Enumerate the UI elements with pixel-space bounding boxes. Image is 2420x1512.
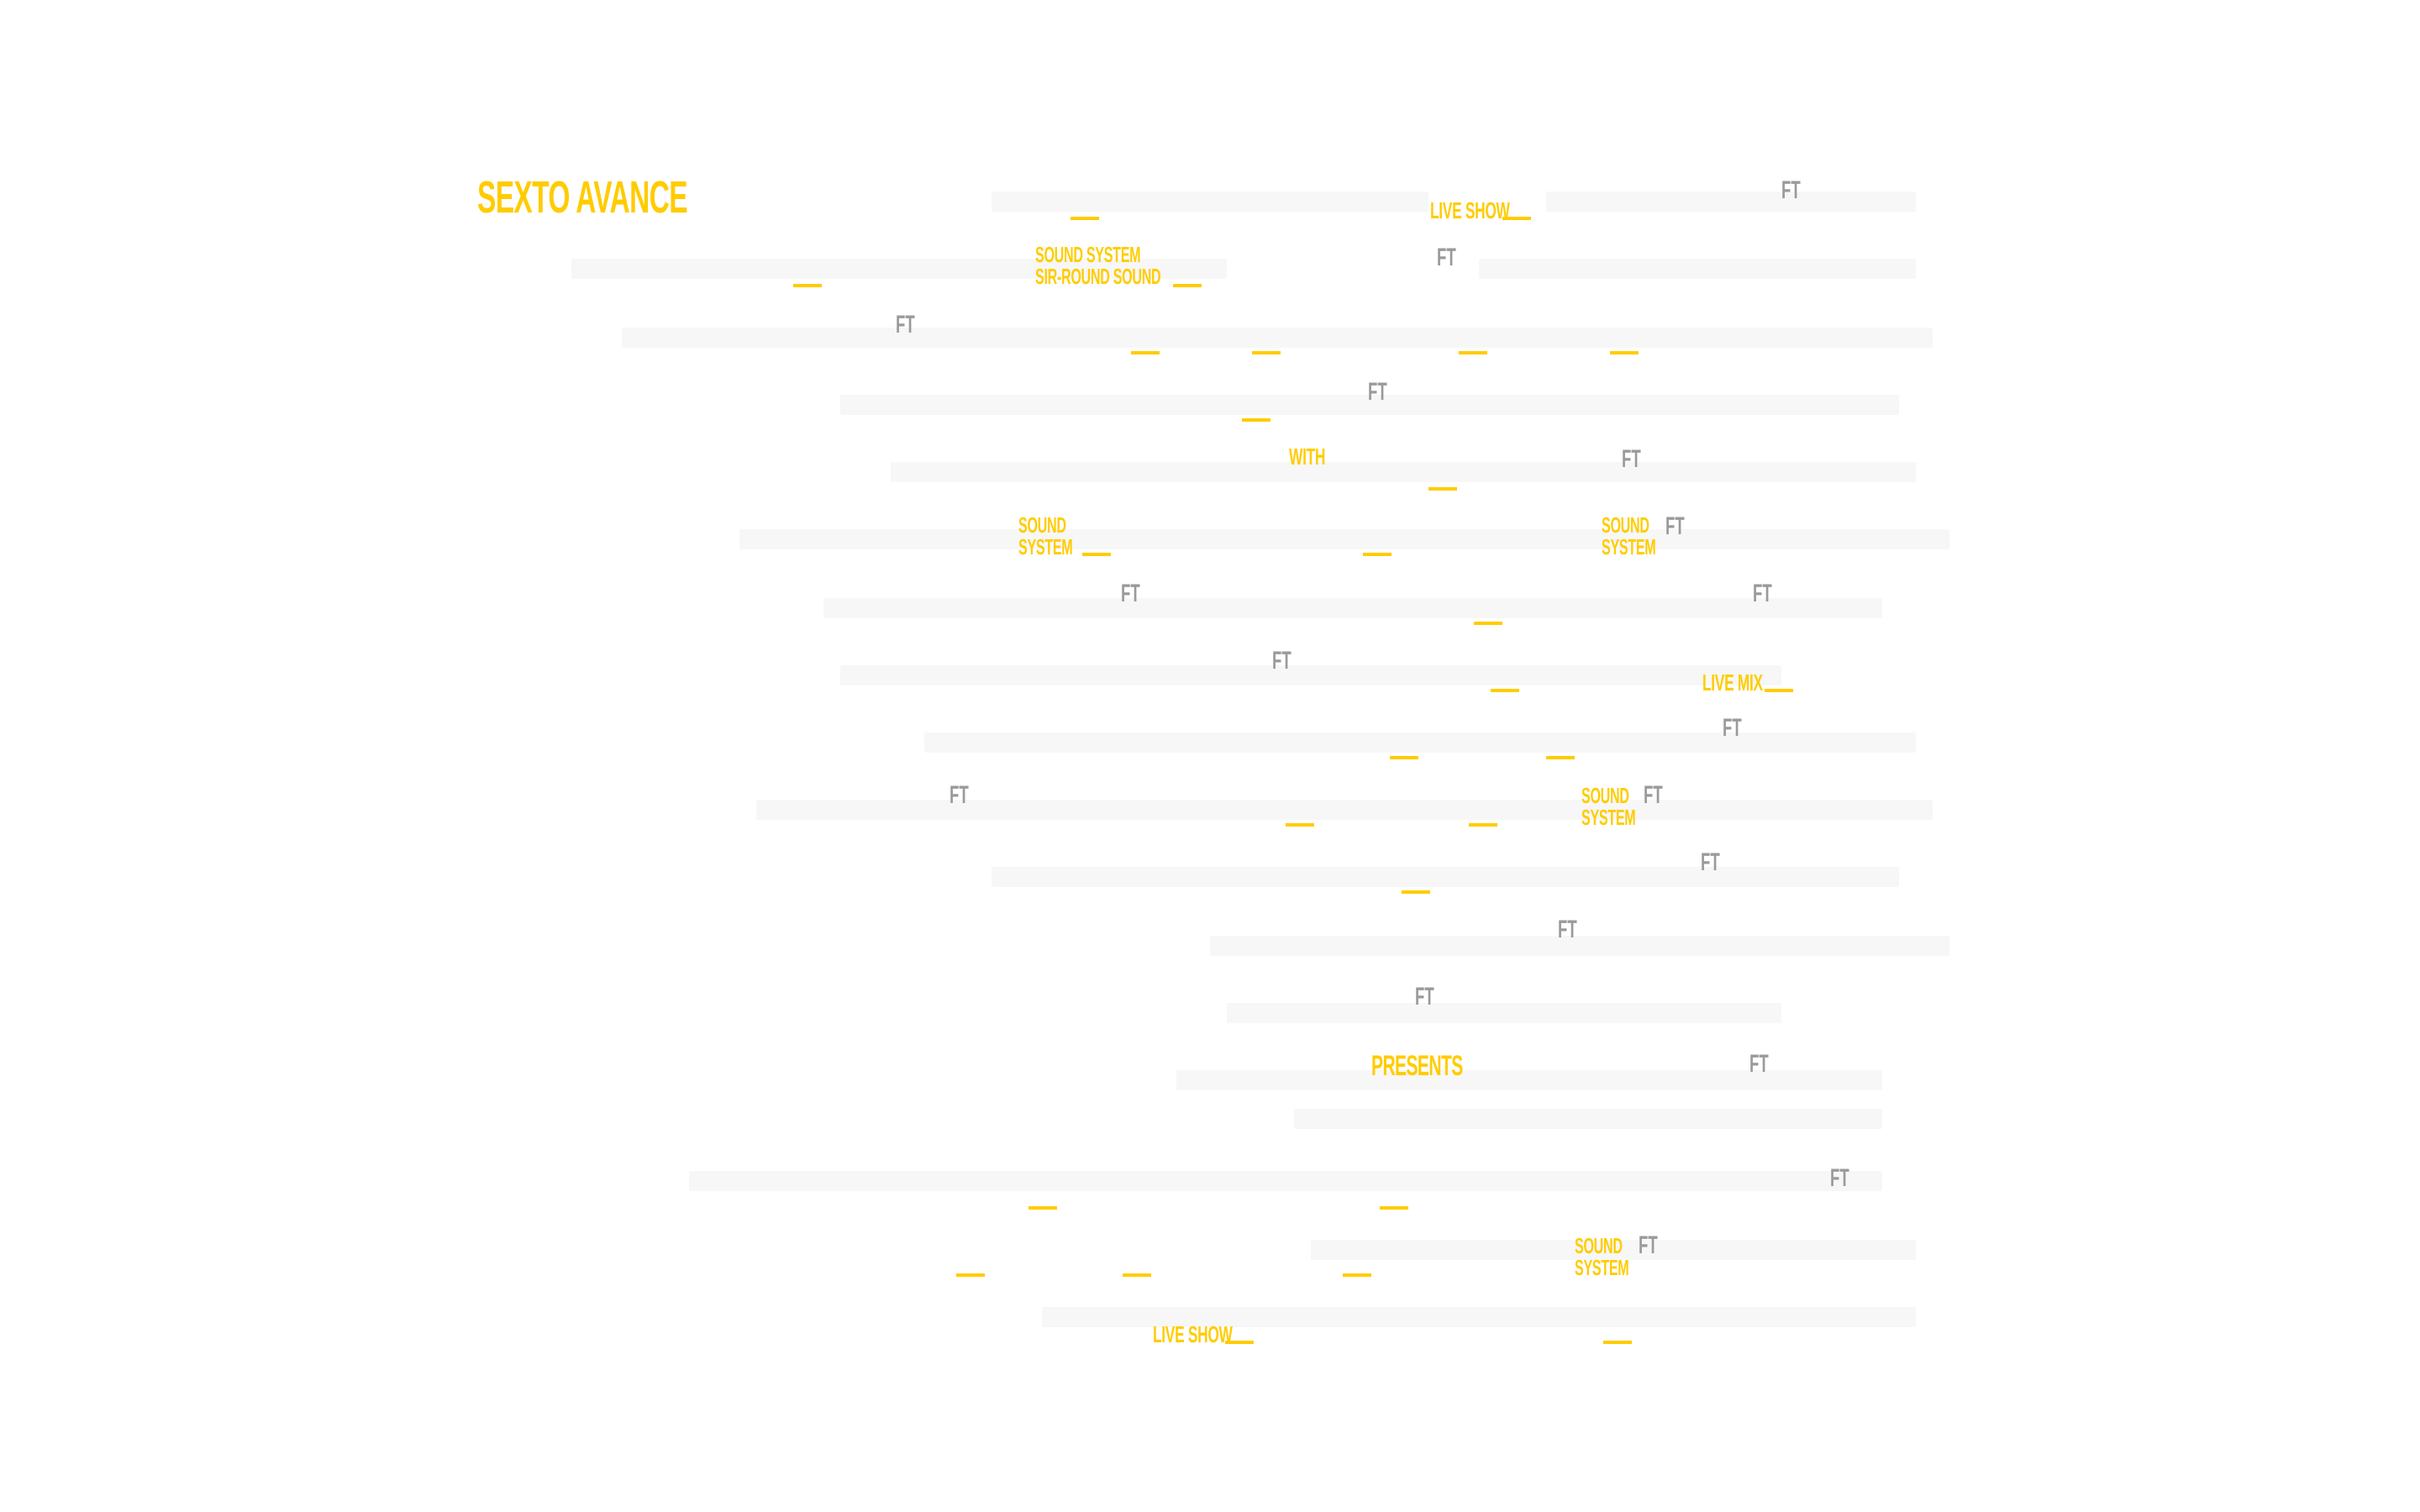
accent-dash (1123, 1273, 1151, 1277)
ft-label: FT (1753, 580, 1772, 607)
ft-label: FT (1723, 714, 1742, 742)
ghost-text (1479, 259, 1916, 279)
ft-label: FT (1830, 1164, 1849, 1192)
ft-label: FT (1644, 781, 1663, 809)
sir-round-sound-tag: SIR-ROUND SOUND (1035, 264, 1161, 289)
ghost-text (622, 328, 1933, 348)
accent-dash (1390, 756, 1418, 759)
accent-dash (1131, 351, 1160, 354)
ft-label: FT (896, 311, 915, 339)
accent-dash (1343, 1273, 1371, 1277)
accent-dash (1603, 1341, 1632, 1344)
ft-label: FT (1272, 647, 1292, 675)
ghost-text (924, 732, 1916, 753)
accent-dash (1491, 689, 1519, 692)
system-tag: SYSTEM (1602, 534, 1656, 559)
accent-dash (1252, 351, 1281, 354)
ghost-text (1042, 1307, 1916, 1327)
ft-label: FT (1437, 244, 1456, 271)
sound-tag: SOUND (1581, 783, 1629, 808)
ghost-text (840, 395, 1899, 415)
sound-tag: SOUND (1018, 512, 1066, 538)
ghost-text (992, 192, 1428, 212)
ghost-text (1294, 1109, 1882, 1129)
ft-label: FT (1415, 983, 1434, 1011)
accent-dash (1082, 553, 1111, 556)
accent-dash (1028, 1206, 1057, 1210)
ft-label: FT (1622, 445, 1641, 473)
ghost-text (1546, 192, 1916, 212)
with-tag: WITH (1289, 444, 1326, 470)
ghost-text (571, 259, 1227, 279)
ft-label: FT (1558, 916, 1577, 943)
ft-label: FT (950, 781, 969, 809)
ft-label: FT (1701, 848, 1720, 876)
accent-dash (1469, 823, 1497, 827)
accent-dash (1459, 351, 1487, 354)
accent-dash (1380, 1206, 1408, 1210)
system-tag: SYSTEM (1581, 805, 1636, 830)
live-show-tag: LIVE SHOW (1430, 197, 1510, 223)
accent-dash (1242, 418, 1270, 422)
ft-label: FT (1781, 176, 1801, 204)
ghost-text (1210, 936, 1949, 956)
accent-dash (1225, 1341, 1254, 1344)
accent-dash (1502, 217, 1531, 220)
accent-dash (1402, 890, 1430, 894)
presents-label: PRESENTS (1371, 1050, 1463, 1082)
accent-dash (1363, 553, 1392, 556)
sound-tag: SOUND (1602, 512, 1649, 538)
ghost-text (1176, 1070, 1882, 1090)
sound-tag: SOUND (1575, 1233, 1623, 1258)
sound-system-tag: SOUND SYSTEM (1035, 242, 1141, 267)
ft-label: FT (1121, 580, 1140, 607)
ghost-text (739, 529, 1949, 549)
accent-dash (793, 284, 822, 287)
ft-label: FT (1368, 378, 1387, 406)
accent-dash (1428, 487, 1457, 491)
system-tag: SYSTEM (1018, 534, 1073, 559)
ghost-text (1311, 1240, 1916, 1260)
live-show-tag: LIVE SHOW (1153, 1321, 1233, 1347)
accent-dash (1765, 689, 1793, 692)
ghost-text (756, 800, 1933, 820)
accent-dash (1610, 351, 1639, 354)
accent-dash (1474, 622, 1502, 625)
ghost-text (840, 665, 1781, 685)
ghost-text (992, 867, 1899, 887)
live-mix-tag: LIVE MIX (1702, 669, 1763, 696)
accent-dash (1286, 823, 1314, 827)
accent-dash (1071, 217, 1099, 220)
ghost-text (823, 598, 1882, 618)
ft-label: FT (1749, 1050, 1769, 1078)
accent-dash (1546, 756, 1575, 759)
ghost-text (1227, 1003, 1781, 1023)
system-tag: SYSTEM (1575, 1255, 1629, 1280)
ghost-text (689, 1171, 1882, 1191)
brand-title: SEXTO AVANCE (477, 172, 688, 223)
ft-label: FT (1639, 1231, 1658, 1259)
ft-label: FT (1665, 512, 1685, 540)
ghost-text (891, 462, 1916, 482)
accent-dash (956, 1273, 985, 1277)
accent-dash (1173, 284, 1202, 287)
